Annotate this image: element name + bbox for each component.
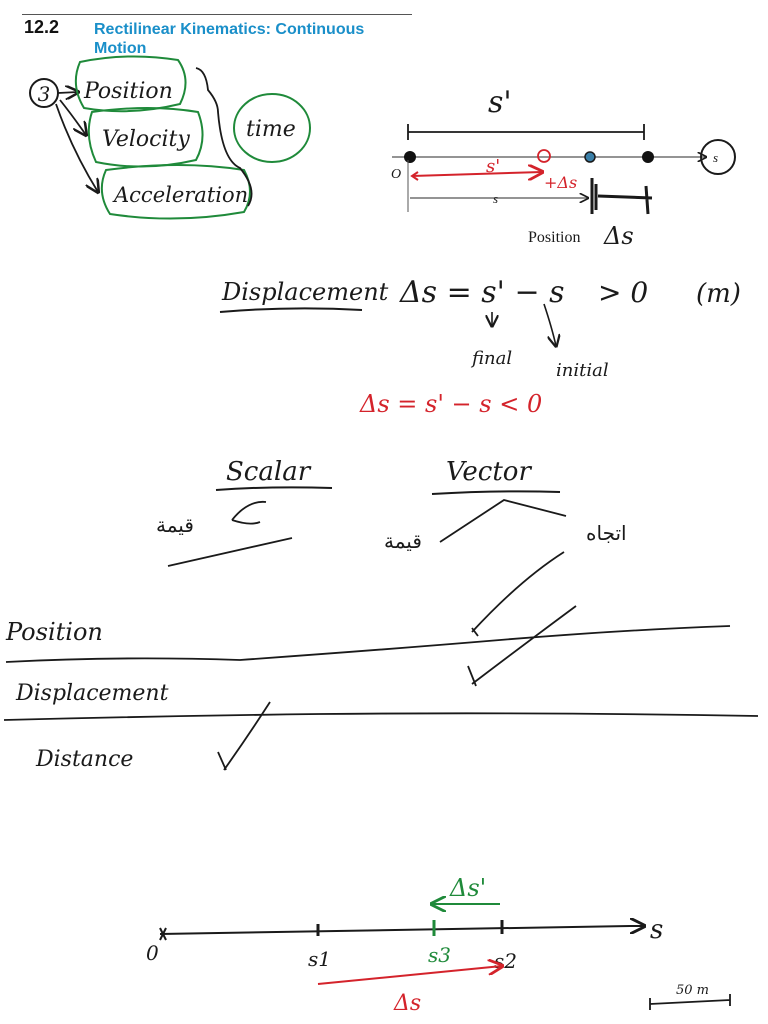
- s-prime-red-label: s': [486, 156, 500, 177]
- section-number: 12.2: [24, 17, 60, 37]
- displacement-heading: Displacement: [221, 278, 389, 306]
- s3-label: s3: [428, 943, 451, 967]
- axis-label: s: [713, 150, 718, 165]
- delta-s-red: +Δs: [544, 173, 577, 192]
- row-divider-2: [3, 712, 759, 721]
- position-circle: [74, 55, 187, 113]
- position-caption: Position: [528, 229, 580, 246]
- s2-label: s2: [494, 949, 517, 973]
- delta-s-label: Δs: [603, 222, 634, 250]
- scalar-note: قيمة: [156, 513, 194, 537]
- vector-branch: [439, 499, 567, 543]
- time-label: time: [246, 117, 296, 142]
- number-line-axis-label: s: [650, 915, 663, 945]
- displacement-unit: (m): [696, 279, 741, 309]
- header-rule: [22, 14, 412, 15]
- scale-label: 50 m: [676, 983, 709, 998]
- final-label: final: [470, 348, 512, 369]
- row-distance: Distance: [35, 747, 133, 772]
- row-position: Position: [5, 618, 103, 646]
- velocity-circle: [87, 107, 204, 168]
- scale-bar: [649, 994, 731, 1010]
- item-acceleration: Acceleration: [112, 183, 248, 207]
- section-title: Rectilinear Kinematics: Continuous Motio…: [94, 21, 365, 57]
- vector-note-value: قيمة: [384, 529, 422, 553]
- arrow-position: [57, 92, 78, 93]
- delta-s-prime-label: Δs': [449, 874, 486, 902]
- row-divider-1: [5, 625, 731, 663]
- s-prime-red-arrow: [411, 172, 542, 176]
- origin-mark: [159, 927, 167, 941]
- displacement-underline: [219, 307, 363, 313]
- origin-dot: [404, 151, 416, 163]
- origin-label: O: [391, 167, 401, 182]
- row-displacement: Displacement: [15, 681, 169, 706]
- scalar-strike: [167, 537, 293, 567]
- s1-label: s1: [308, 947, 331, 971]
- red-marker: [537, 149, 551, 163]
- particle-dot: [584, 151, 596, 163]
- axis-label-circle: [700, 139, 736, 175]
- initial-arrow: [543, 303, 556, 346]
- position-figure: s' s O s' +Δs s Position Δs: [391, 85, 736, 250]
- arrow-acceleration: [55, 103, 98, 192]
- vector-heading: Vector: [446, 457, 532, 487]
- comparison-table: Position Displacement Distance: [3, 551, 759, 772]
- origin-0: 0: [146, 941, 159, 965]
- item-position: Position: [83, 79, 173, 104]
- scalar-underline: [215, 486, 333, 491]
- vector-underline: [431, 490, 561, 495]
- s-label: s: [493, 191, 498, 206]
- number-line-section: 0 s1 s3 s2 s Δs' Δs 50 m: [146, 874, 731, 1016]
- initial-label: initial: [556, 360, 609, 381]
- displacement-section: Displacement Δs = s' − s > 0 (m) final i…: [219, 275, 741, 418]
- acceleration-circle: [100, 164, 251, 220]
- scalar-arrow: [231, 500, 267, 525]
- time-circle: [233, 93, 311, 163]
- negative-formula: Δs = s' − s < 0: [359, 390, 542, 418]
- delta-s-arrow: [317, 966, 502, 985]
- s-prime-top: s': [488, 85, 512, 120]
- check-displacement: [471, 605, 577, 685]
- delta-s-scribble: [590, 178, 653, 215]
- arrow-velocity: [59, 99, 86, 135]
- s-prime-bracket: [407, 124, 645, 140]
- check-position: [471, 551, 565, 633]
- intro-notes: 3 Position Velocity Acceleration time: [29, 55, 311, 220]
- end-dot: [642, 151, 654, 163]
- scalar-heading: Scalar: [226, 457, 312, 487]
- displacement-condition: > 0: [598, 276, 648, 309]
- vector-note-direction: اتجاه: [586, 521, 627, 545]
- count-label: 3: [38, 82, 51, 106]
- number-line: [159, 925, 631, 935]
- displacement-formula: Δs = s' − s: [399, 275, 565, 310]
- delta-s-label: Δs: [393, 991, 421, 1016]
- bracket: [195, 67, 253, 207]
- scalar-vector-section: Scalar Vector قيمة قيمة اتجاه: [156, 457, 627, 567]
- check-distance: [223, 701, 271, 771]
- item-velocity: Velocity: [102, 127, 190, 152]
